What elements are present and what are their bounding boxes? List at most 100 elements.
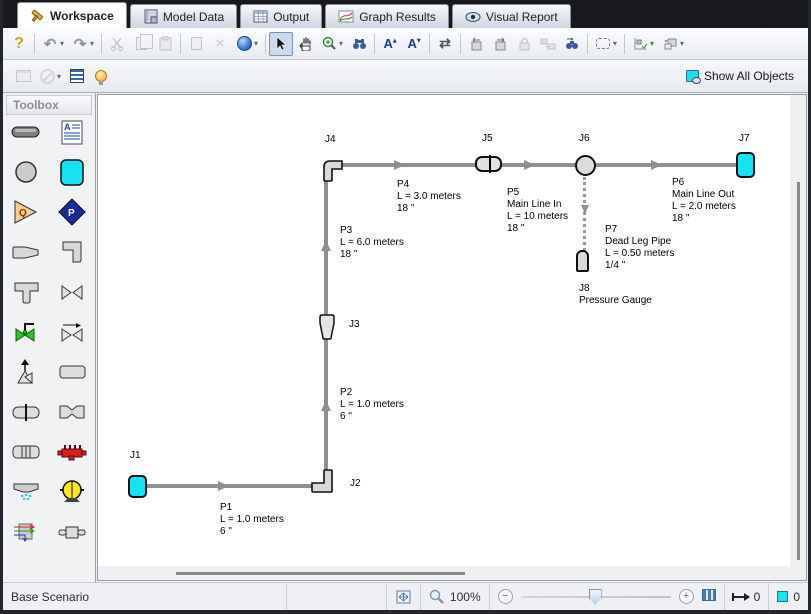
select-special-dropdown[interactable]: ▾	[613, 39, 621, 48]
toolbox-general-component-junction[interactable]	[49, 519, 95, 545]
rotate-right-button[interactable]	[488, 32, 512, 56]
toolbox-spray-discharge-junction[interactable]	[3, 479, 49, 505]
disable-annotations-button[interactable]	[35, 64, 59, 88]
find-button[interactable]	[347, 32, 371, 56]
arrange-dropdown[interactable]: ▾	[680, 39, 688, 48]
toolbox-heat-transfer-junction[interactable]	[3, 519, 49, 545]
junction-j1-reservoir[interactable]	[128, 475, 147, 498]
browse-button[interactable]	[232, 32, 256, 56]
select-tool-button[interactable]	[269, 32, 293, 56]
toolbox-valve-junction[interactable]	[49, 279, 95, 305]
junction-j6-branch[interactable]	[575, 155, 596, 176]
print-area-button[interactable]	[702, 589, 716, 604]
junction-j6-label[interactable]: J6	[579, 133, 590, 145]
junction-j2-bend[interactable]	[311, 469, 333, 493]
toolbox-venturi-junction[interactable]	[49, 399, 95, 425]
junction-j8-label[interactable]: J8 Pressure Gauge	[579, 283, 652, 307]
pipe-p7-label[interactable]: P7 Dead Leg Pipe L = 0.50 meters 1/4 "	[605, 224, 674, 272]
pipe-p4[interactable]	[342, 163, 477, 167]
browse-dropdown[interactable]: ▾	[254, 39, 262, 48]
tab-visual-report[interactable]: Visual Report	[452, 4, 571, 28]
toolbox-heat-exchanger-junction[interactable]	[49, 439, 95, 465]
vertical-scrollbar-thumb[interactable]	[797, 182, 800, 560]
copy-button[interactable]	[129, 32, 153, 56]
align-button[interactable]	[628, 32, 652, 56]
junction-j5-orifice[interactable]	[475, 156, 502, 172]
pipe-p7-dead-leg[interactable]	[583, 177, 586, 251]
toolbox-pipe-tool[interactable]	[3, 119, 49, 145]
pipe-p1-label[interactable]: P1 L = 1.0 meters 6 "	[220, 502, 284, 538]
toolbox-relief-valve-junction[interactable]	[3, 359, 49, 385]
toolbox-reducer-junction[interactable]	[3, 239, 49, 265]
list-junctions-button[interactable]	[65, 64, 89, 88]
junction-j3-label[interactable]: J3	[349, 319, 360, 331]
redo-button[interactable]: ↷	[68, 32, 92, 56]
workspace-canvas[interactable]: J1 J2 J3 J4 J5 J6 J7 J8 Pressure Gauge P…	[98, 95, 790, 566]
align-dropdown[interactable]: ▾	[650, 39, 658, 48]
reverse-direction-button[interactable]: ⇄	[433, 32, 457, 56]
arrange-button[interactable]	[658, 32, 682, 56]
pan-tool-button[interactable]	[293, 32, 317, 56]
find-workspace-button[interactable]	[560, 32, 584, 56]
scenario-label[interactable]: Base Scenario	[3, 583, 286, 610]
toolbox-dead-end-junction[interactable]	[49, 359, 95, 385]
toolbox-bend-junction[interactable]	[49, 239, 95, 265]
pipe-p6-label[interactable]: P6 Main Line Out L = 2.0 meters 18 "	[672, 177, 736, 225]
toolbox-pump-junction[interactable]	[49, 479, 95, 505]
delete-button[interactable]: ×	[208, 32, 232, 56]
junction-j7-reservoir[interactable]	[736, 152, 755, 178]
pipe-p2-label[interactable]: P2 L = 1.0 meters 6 "	[340, 387, 404, 423]
toolbox-screen-junction[interactable]	[3, 439, 49, 465]
toolbox-assigned-pressure-junction[interactable]: P	[49, 199, 95, 225]
pipe-p5[interactable]	[502, 163, 578, 167]
zoom-slider-thumb[interactable]	[589, 589, 602, 605]
select-special-button[interactable]	[591, 32, 615, 56]
rotate-left-button[interactable]	[464, 32, 488, 56]
toolbox-orifice-junction[interactable]	[3, 399, 49, 425]
pipe-p5-label[interactable]: P5 Main Line In L = 10 meters 18 "	[507, 187, 568, 235]
junction-j7-label[interactable]: J7	[739, 133, 750, 145]
junction-j3-reducer[interactable]	[319, 314, 335, 340]
junction-j4-label[interactable]: J4	[325, 134, 336, 146]
tab-graph-results[interactable]: Graph Results	[325, 4, 449, 28]
decrease-font-button[interactable]: A▾	[402, 32, 426, 56]
zoom-dropdown[interactable]: ▾	[339, 39, 347, 48]
toolbox-control-valve-junction[interactable]	[3, 319, 49, 345]
junction-j1-label[interactable]: J1	[130, 450, 141, 462]
junction-j8-dead-end[interactable]	[576, 250, 589, 272]
zoom-tool-button[interactable]	[317, 32, 341, 56]
horizontal-scrollbar[interactable]	[98, 566, 790, 580]
tab-workspace[interactable]: Workspace	[17, 2, 127, 28]
junction-j5-label[interactable]: J5	[482, 133, 493, 145]
zoom-slider[interactable]	[521, 588, 671, 606]
pipe-p3-label[interactable]: P3 L = 6.0 meters 18 "	[340, 225, 404, 261]
properties-button[interactable]	[11, 64, 35, 88]
toolbox-tee-junction[interactable]	[3, 279, 49, 305]
fit-workspace-button[interactable]	[387, 583, 420, 610]
paste-button[interactable]	[153, 32, 177, 56]
tab-model-data[interactable]: Model Data	[130, 4, 237, 28]
highlight-button[interactable]	[89, 64, 113, 88]
redo-dropdown[interactable]: ▾	[90, 39, 98, 48]
lock-button[interactable]	[512, 32, 536, 56]
undo-button[interactable]: ↶	[38, 32, 62, 56]
zoom-in-button[interactable]: +	[679, 589, 694, 604]
zoom-out-button[interactable]: −	[498, 589, 513, 604]
help-button[interactable]: ?	[7, 32, 31, 56]
pipe-p4-label[interactable]: P4 L = 3.0 meters 18 "	[397, 179, 461, 215]
duplicate-button[interactable]	[184, 32, 208, 56]
pipe-p1[interactable]	[146, 484, 316, 488]
toolbox-assigned-flow-junction[interactable]: Q	[3, 199, 49, 225]
toolbox-check-valve-junction[interactable]	[49, 319, 95, 345]
cut-button[interactable]	[105, 32, 129, 56]
toolbox-branch-junction[interactable]	[3, 159, 49, 185]
tab-output[interactable]: Output	[240, 4, 322, 28]
vertical-scrollbar[interactable]	[790, 95, 806, 566]
horizontal-scrollbar-thumb[interactable]	[176, 572, 465, 575]
junction-j2-label[interactable]: J2	[350, 478, 361, 490]
junction-j4-bend[interactable]	[322, 159, 343, 182]
toolbox-reservoir-junction[interactable]	[49, 159, 95, 185]
toolbox-annotation-tool[interactable]: A	[49, 119, 95, 145]
scale-flip-button[interactable]	[536, 32, 560, 56]
show-all-objects-toggle[interactable]: Show All Objects	[686, 69, 794, 83]
